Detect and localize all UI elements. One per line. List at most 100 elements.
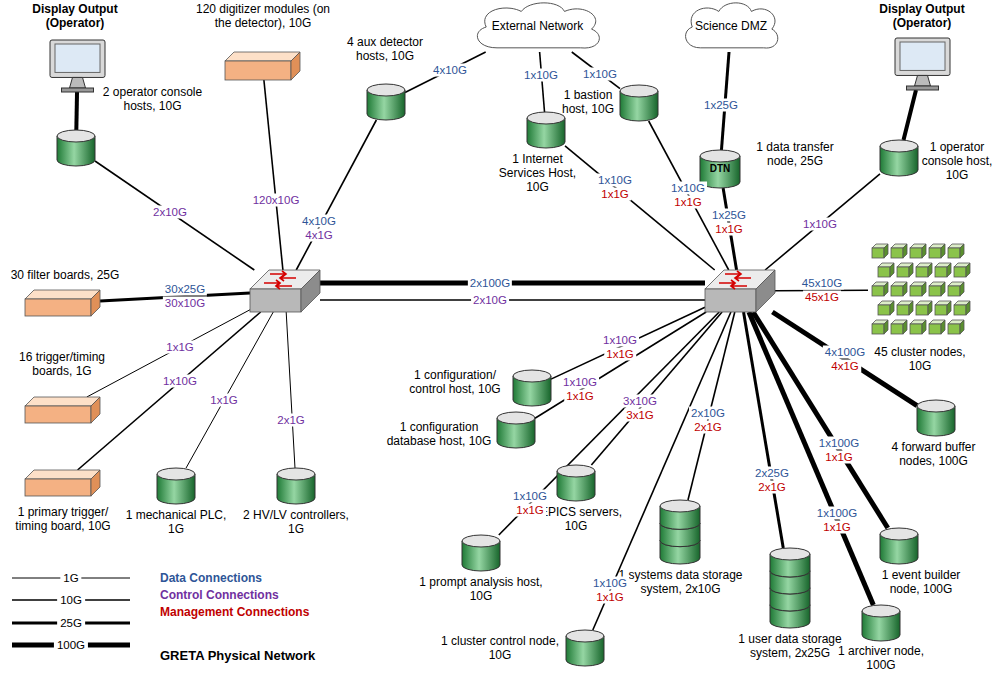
board-box-graphic xyxy=(225,52,300,80)
node-label: 4 forward buffer nodes, 100G xyxy=(876,440,991,468)
link-label: 2x1G xyxy=(275,414,307,427)
display-monitor-graphic xyxy=(50,40,105,92)
link-line xyxy=(765,174,880,270)
host-cylinder-graphic xyxy=(57,130,95,166)
board-box: 30 filter boards, 25G xyxy=(25,290,100,316)
host-cylinder: 1 configuration database host, 10G xyxy=(497,412,535,448)
link-label: 2x25G xyxy=(753,467,791,480)
host-cylinder: 1 cluster control node, 10G xyxy=(566,630,604,666)
link-line xyxy=(320,281,705,286)
link-label: 1x1G xyxy=(164,341,196,354)
host-cylinder-graphic xyxy=(557,465,595,501)
node-label: 1 configuration/ control host, 10G xyxy=(400,368,510,396)
board-box-graphic xyxy=(25,290,100,316)
link-label: 1x10G xyxy=(601,334,639,347)
link-line xyxy=(572,52,620,89)
board-box-graphic xyxy=(25,397,100,423)
link-label: 4x100G xyxy=(823,346,867,359)
host-cylinder-graphic xyxy=(462,535,500,571)
link-line xyxy=(264,80,283,270)
link-label: 3x1G xyxy=(624,409,656,422)
host-cylinder-graphic xyxy=(367,84,405,120)
host-cylinder-graphic xyxy=(862,605,900,641)
link-line xyxy=(551,307,705,379)
shape-text: Science DMZ xyxy=(680,0,782,52)
cluster-grid-graphic xyxy=(868,240,973,340)
host-cylinder-graphic xyxy=(880,528,918,564)
link-line xyxy=(286,312,295,468)
connection-type-label: Management Connections xyxy=(160,605,309,619)
link-label: 1x10G xyxy=(596,174,634,187)
storage-stack: 1 systems data storage system, 2x10G xyxy=(660,500,700,564)
link-line xyxy=(296,120,376,270)
display-monitor-graphic xyxy=(895,38,950,90)
link-label: 1x1G xyxy=(672,196,704,209)
host-cylinder-graphic xyxy=(157,468,195,504)
link-label: 2x10G xyxy=(151,206,189,219)
node-label: 1 data transfer node, 25G xyxy=(745,140,845,168)
storage-stack-graphic xyxy=(660,500,700,564)
link-line xyxy=(95,161,254,270)
cluster-grid: 45 cluster nodes, 10G xyxy=(868,240,973,340)
link-label: 3x10G xyxy=(621,395,659,408)
host-cylinder: 3 EPICS servers, 10G xyxy=(557,465,595,501)
board-box: 120 digitizer modules (on the detector),… xyxy=(225,52,300,80)
link-label: 1x100G xyxy=(817,437,861,450)
link-label: 2x1G xyxy=(692,421,724,434)
network-switch xyxy=(250,270,320,312)
link-label: 1x25G xyxy=(702,99,740,112)
link-label: 1x10G xyxy=(511,490,549,503)
link-line xyxy=(320,299,705,301)
network-switch-graphic xyxy=(705,270,775,312)
host-cylinder: 4 forward buffer nodes, 100G xyxy=(917,400,955,436)
link-label: 1x1G xyxy=(594,591,626,604)
node-label: 1 systems data storage system, 2x10G xyxy=(618,568,743,596)
link-label: 1x10G xyxy=(581,68,619,81)
node-label: Display Output (Operator) xyxy=(15,2,135,30)
link-label: 4x10G xyxy=(431,64,469,77)
host-cylinder: 1 configuration/ control host, 10G xyxy=(513,370,551,406)
board-box: 1 primary trigger/ timing board, 10G xyxy=(25,470,100,496)
link-line xyxy=(87,310,250,397)
link-label: 1x10G xyxy=(561,376,599,389)
link-label: 1x1G xyxy=(514,504,546,517)
board-box-graphic xyxy=(25,470,100,496)
link-label: 1x1G xyxy=(821,521,853,534)
link-label: 1x25G xyxy=(710,209,748,222)
link-label: 1x10G xyxy=(669,182,707,195)
node-label: 45 cluster nodes, 10G xyxy=(865,345,975,373)
link-line xyxy=(688,312,735,500)
link-label: 1x1G xyxy=(564,390,596,403)
host-cylinder-graphic xyxy=(880,140,918,176)
legend-label: 25G xyxy=(57,617,85,630)
link-label: 120x10G xyxy=(251,194,302,207)
link-line xyxy=(540,52,545,112)
node-label: 1 event builder node, 100G xyxy=(866,568,976,596)
link-label: 4x1G xyxy=(829,360,861,373)
network-switch-graphic xyxy=(250,270,320,312)
link-label: 1x10G xyxy=(591,577,629,590)
link-label: 45x1G xyxy=(803,291,841,304)
host-cylinder: 1 operator console host, 10G xyxy=(880,140,918,176)
legend-label: 10G xyxy=(57,594,85,607)
link-line xyxy=(904,90,917,140)
node-label: 16 trigger/timing boards, 1G xyxy=(12,350,112,378)
link-label: 2x100G xyxy=(468,277,512,290)
host-cylinder: 1 prompt analysis host, 10G xyxy=(462,535,500,571)
link-label: 1x10G xyxy=(522,69,560,82)
link-line xyxy=(74,92,79,130)
host-cylinder-graphic xyxy=(497,412,535,448)
node-label: 2 HV/LV controllers, 1G xyxy=(241,508,351,536)
link-line xyxy=(749,312,873,605)
node-label: 1 primary trigger/ timing board, 10G xyxy=(8,505,118,533)
node-label: 1 configuration database host, 10G xyxy=(385,420,493,448)
network-cloud: External Network xyxy=(470,0,605,52)
display-monitor: Display Output (Operator) xyxy=(50,40,105,92)
link-label: 1x10G xyxy=(801,218,839,231)
link-line xyxy=(753,312,888,528)
link-label: 2x10G xyxy=(689,407,727,420)
link-label: 1x10G xyxy=(161,375,199,388)
storage-stack: 1 user data storage system, 2x25G xyxy=(770,548,810,628)
host-cylinder-graphic xyxy=(277,468,315,504)
node-label: 1 bastion host, 10G xyxy=(556,88,620,116)
